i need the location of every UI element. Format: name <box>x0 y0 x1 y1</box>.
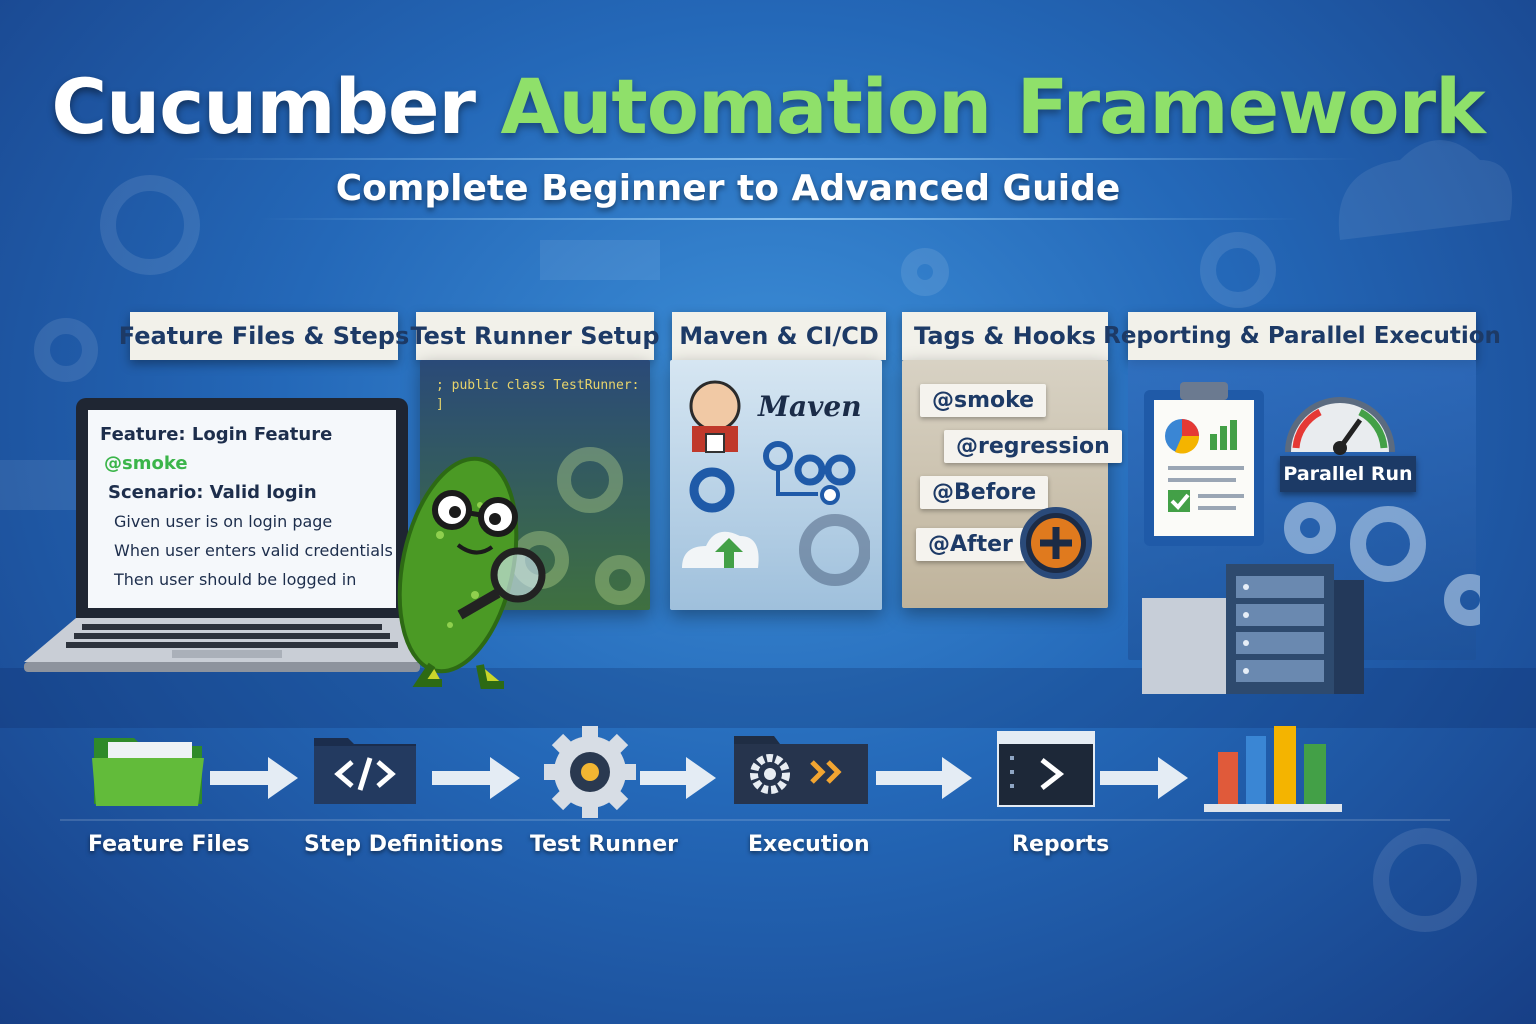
section-header-test-runner: Test Runner Setup <box>410 312 660 360</box>
given-line: Given user is on login page <box>114 512 333 531</box>
maven-logo: Maven <box>758 390 862 423</box>
jenkins-icon <box>689 380 741 453</box>
cucumber-mascot-icon <box>397 456 546 689</box>
execution-icon <box>734 736 868 804</box>
tag-line: @smoke <box>104 453 188 474</box>
section-header-reporting: Reporting & Parallel Execution <box>1103 312 1501 360</box>
tag-regression: @regression <box>944 430 1122 463</box>
gauge-icon <box>1285 397 1395 455</box>
runner-code-line-2: ] <box>436 397 444 412</box>
report-clipboard-icon <box>1144 382 1264 546</box>
title-part-white: Cucumber <box>51 62 476 151</box>
feature-line: Feature: Login Feature <box>100 424 333 445</box>
code-icon <box>314 738 416 804</box>
arrow-icon-2 <box>432 757 520 799</box>
flow-label-step-definitions: Step Definitions <box>304 832 504 857</box>
section-header-feature-files: Feature Files & Steps <box>119 312 409 360</box>
tag-smoke: @smoke <box>920 384 1047 417</box>
bar-chart-icon <box>1204 726 1342 812</box>
hook-plus-icon <box>1020 507 1092 579</box>
arrow-icon-4 <box>876 757 972 799</box>
gauge-label: Parallel Run <box>1280 456 1416 492</box>
arrow-icon-5 <box>1100 757 1188 799</box>
laptop-screen: Feature: Login Feature @smoke Scenario: … <box>76 398 408 620</box>
gear-icon <box>544 726 636 818</box>
terminal-icon <box>997 731 1095 807</box>
page-title: Cucumber Automation Framework <box>0 62 1536 152</box>
maven-panel: Maven <box>670 360 882 610</box>
folder-icon <box>92 738 204 806</box>
subtitle-divider <box>260 218 1300 220</box>
runner-code-line-1: ; public class TestRunner: <box>436 378 640 393</box>
arrow-icon-3 <box>640 757 716 799</box>
flow-label-execution: Execution <box>748 832 870 857</box>
hook-before: @Before <box>920 476 1049 509</box>
flow-label-test-runner: Test Runner <box>530 832 678 857</box>
hook-after: @After <box>916 528 1025 561</box>
scenario-line: Scenario: Valid login <box>108 482 317 503</box>
arrow-icon-1 <box>210 757 298 799</box>
then-line: Then user should be logged in <box>114 570 357 589</box>
section-header-maven: Maven & CI/CD <box>672 312 886 360</box>
ci-pipeline-icon <box>682 441 870 586</box>
page-subtitle: Complete Beginner to Advanced Guide <box>335 168 1121 209</box>
flow-label-reports: Reports <box>1012 832 1110 857</box>
when-line: When user enters valid credentials <box>114 541 393 560</box>
title-part-green: Automation Framework <box>500 62 1486 151</box>
section-header-tags: Tags & Hooks <box>902 312 1108 360</box>
feature-file-editor: Feature: Login Feature @smoke Scenario: … <box>88 410 396 608</box>
server-rack-icon <box>1142 502 1480 694</box>
laptop-base <box>24 618 420 672</box>
title-divider <box>180 158 1360 160</box>
flow-label-feature-files: Feature Files <box>88 832 250 857</box>
